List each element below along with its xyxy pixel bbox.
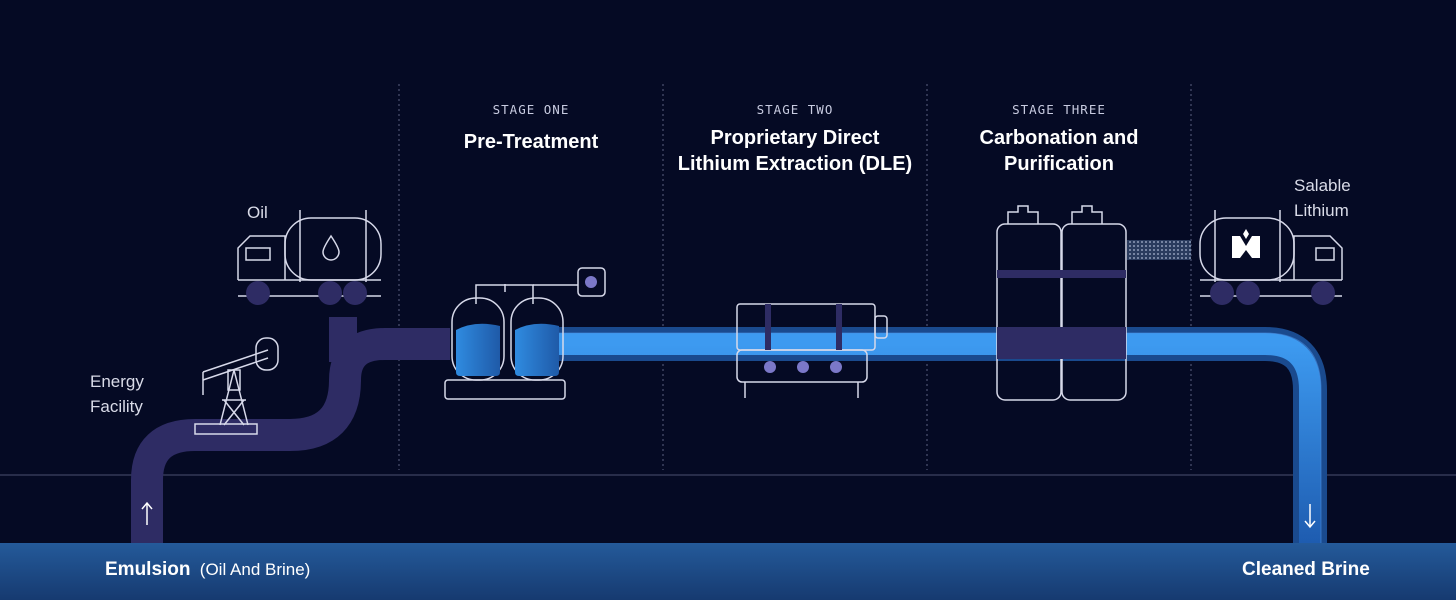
emulsion-label: Emulsion (Oil And Brine) [105,559,310,581]
stage-one-tag: STAGE ONE [492,102,570,117]
lithium-conveyor [1127,240,1191,260]
up-arrow-icon [141,501,153,525]
cleaned-brine-label: Cleaned Brine [1242,559,1370,580]
lithium-truck-wheels [1210,281,1335,305]
oil-truck-wheels [246,281,367,305]
dle-machine-knobs [764,361,842,373]
emulsion-pipe [131,317,450,543]
stage-three-tag: STAGE THREE [1012,102,1106,117]
dle-machine-icon [736,303,888,398]
tank-liquid [456,323,500,376]
energy-facility-label: Energy Facility [90,372,144,416]
down-arrow-icon [1304,504,1316,529]
pretreatment-unit-icon [444,267,606,400]
stage-three-title: Carbonation and Purification [979,127,1139,175]
tank-band [997,327,1126,359]
lithium-truck-icon [1199,210,1343,297]
tank-liquid [515,323,559,376]
stage-two-tag: STAGE TWO [756,102,834,117]
underground-band [0,543,1456,600]
stage-one-title: Pre-Treatment [463,131,599,153]
brand-logo-icon [1232,229,1260,258]
emulsion-title: Emulsion [105,559,191,580]
stage-two-title: Proprietary Direct Lithium Extraction (D… [677,127,913,175]
tank-band [997,270,1126,278]
emulsion-note: (Oil And Brine) [199,560,311,579]
oil-label: Oil [247,203,268,222]
brine-pipe [555,327,1327,543]
gauge-dot [585,276,597,288]
salable-lithium-label: Salable Lithium [1294,176,1351,220]
carbonation-tanks-icon [996,205,1127,401]
stage-dividers [398,84,1192,470]
pumpjack-icon [194,337,279,435]
dle-machine-details [765,304,842,350]
